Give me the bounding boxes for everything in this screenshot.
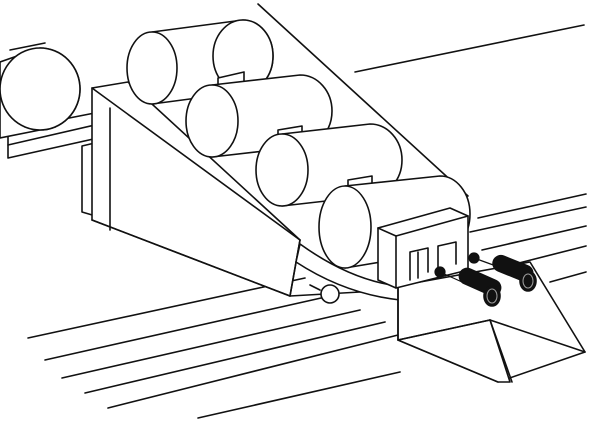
background-lines <box>9 3 585 197</box>
floor-lines-right <box>469 193 587 283</box>
ramp <box>91 81 396 297</box>
control-lever-front <box>434 266 502 307</box>
floor-lines <box>27 277 401 419</box>
roller <box>309 284 340 304</box>
drive-box <box>397 261 586 383</box>
cylinder-left <box>0 47 81 139</box>
control-lever-back <box>468 252 537 292</box>
